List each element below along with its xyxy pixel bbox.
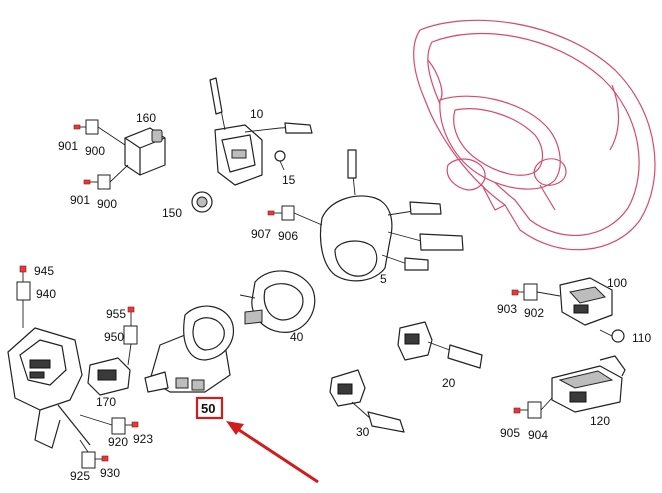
fasteners-907-906: 907 906 — [251, 205, 323, 243]
fasteners-925-930: 925 930 — [70, 439, 120, 483]
fasteners-920-923: 920 923 — [79, 414, 153, 449]
label-901-bottom: 901 — [70, 193, 90, 207]
highlight-arrow — [226, 421, 319, 484]
label-20: 20 — [442, 376, 456, 390]
label-950: 950 — [104, 330, 124, 344]
label-907: 907 — [251, 227, 271, 241]
label-10: 10 — [250, 107, 264, 121]
steering-wheel — [413, 19, 656, 251]
label-15: 15 — [282, 173, 296, 187]
part-120: 120 — [551, 355, 626, 428]
label-905: 905 — [500, 426, 520, 440]
fasteners-901-900: 901 900 901 900 — [58, 119, 129, 211]
label-110: 110 — [632, 331, 651, 345]
label-955: 955 — [106, 307, 126, 321]
part-110: 110 — [599, 329, 651, 345]
part-160: 160 — [124, 111, 166, 176]
part-5: 5 — [319, 149, 464, 286]
label-925: 925 — [70, 469, 90, 483]
part-170: 170 — [87, 357, 131, 409]
fasteners-903-902: 903 902 — [497, 283, 561, 320]
label-120: 120 — [590, 414, 610, 428]
part-940-module — [7, 300, 91, 449]
label-30: 30 — [356, 425, 370, 439]
label-50: 50 — [201, 401, 215, 416]
part-15: 15 — [274, 150, 296, 187]
label-906: 906 — [278, 229, 298, 243]
part-10: 10 — [209, 77, 313, 186]
fasteners-955-950: 955 950 — [104, 306, 138, 366]
part-50: 50 — [144, 305, 234, 420]
label-945: 945 — [34, 264, 54, 278]
label-40: 40 — [290, 330, 304, 344]
label-5: 5 — [380, 272, 387, 286]
part-30: 30 — [329, 369, 405, 439]
highlight-box-50 — [195, 396, 224, 420]
fasteners-905-904: 905 904 — [500, 397, 553, 442]
label-904: 904 — [528, 428, 548, 442]
label-930: 930 — [100, 466, 120, 480]
part-20: 20 — [397, 321, 483, 390]
label-900-top: 900 — [85, 144, 105, 158]
label-170: 170 — [96, 395, 116, 409]
part-150: 150 — [162, 191, 213, 220]
label-902: 902 — [524, 306, 544, 320]
label-100: 100 — [607, 276, 627, 290]
label-920: 920 — [108, 435, 128, 449]
label-900-bottom: 900 — [97, 197, 117, 211]
part-100: 100 — [559, 276, 627, 326]
label-903: 903 — [497, 302, 517, 316]
label-940: 940 — [36, 287, 56, 301]
label-150: 150 — [162, 206, 182, 220]
label-160: 160 — [136, 111, 156, 125]
label-901-top: 901 — [58, 139, 78, 153]
part-40: 40 — [239, 270, 316, 344]
label-923: 923 — [133, 432, 153, 446]
fasteners-945-940: 945 940 — [16, 264, 56, 301]
